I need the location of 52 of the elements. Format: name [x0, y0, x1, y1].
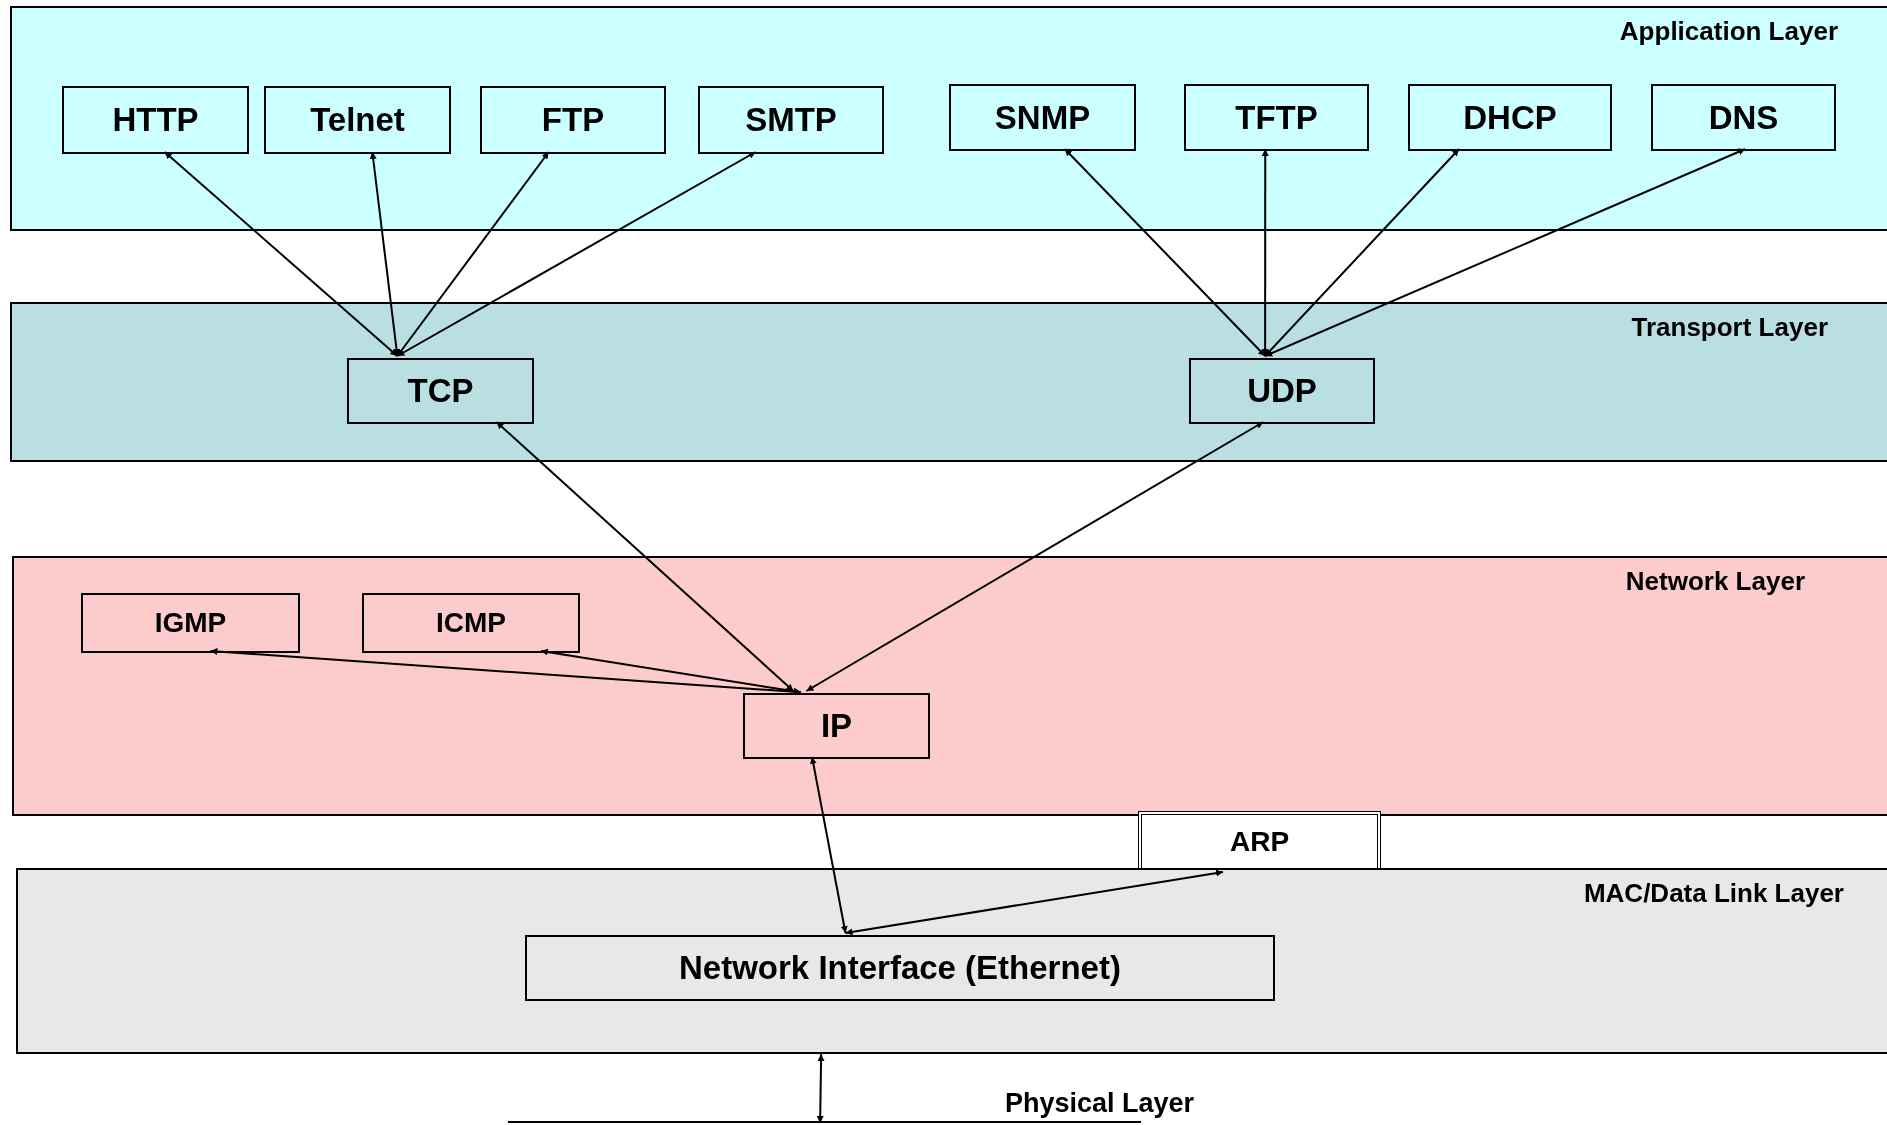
arrow: [396, 151, 757, 357]
layer-label: Network Layer: [1625, 566, 1805, 597]
arrow: [369, 151, 400, 357]
protocol-name: TCP: [407, 372, 474, 410]
protocol-name: ICMP: [436, 607, 506, 639]
protocol-box: [81, 593, 300, 653]
layer-label: Application Layer: [1619, 16, 1838, 47]
protocol-name: IGMP: [154, 607, 227, 639]
layer-band: [16, 868, 1887, 1054]
arrow: [396, 151, 550, 357]
arrow: [163, 151, 399, 357]
protocol-box: [525, 935, 1275, 1001]
protocol-name: TFTP: [1235, 98, 1318, 137]
protocol-name: SMTP: [745, 101, 837, 139]
arrow: [844, 869, 1225, 936]
arrow: [805, 421, 1265, 692]
protocol-box: [1408, 84, 1612, 151]
protocol-name: Network Interface (Ethernet): [679, 949, 1121, 987]
protocol-box: [698, 86, 884, 154]
arrow: [1264, 148, 1747, 357]
arrow: [1264, 148, 1461, 357]
arrow: [809, 756, 848, 934]
arrow: [1261, 148, 1269, 357]
layer-band: [10, 302, 1887, 462]
arrow: [816, 1053, 825, 1124]
layer-label: Transport Layer: [1631, 312, 1828, 343]
protocol-name: FTP: [541, 101, 605, 139]
protocol-name: DNS: [1708, 98, 1779, 137]
protocol-box: [949, 84, 1136, 151]
layer-label: Physical Layer: [1004, 1088, 1194, 1119]
protocol-name: ARP: [1229, 825, 1290, 858]
protocol-name: DHCP: [1463, 98, 1557, 137]
protocol-box: [362, 593, 580, 653]
protocol-box: [1184, 84, 1369, 151]
protocol-box: [480, 86, 666, 154]
arrow: [1063, 148, 1267, 357]
protocol-name: UDP: [1247, 372, 1317, 410]
protocol-box: [347, 358, 534, 424]
protocol-name: IP: [820, 707, 853, 745]
protocol-box: [743, 693, 930, 759]
protocol-name: HTTP: [112, 101, 199, 139]
arrow: [495, 421, 795, 692]
protocol-box: [62, 86, 249, 154]
protocol-box: [1651, 84, 1836, 151]
layer-band: [10, 6, 1887, 231]
protocol-name: Telnet: [310, 101, 405, 139]
layer-label: MAC/Data Link Layer: [1583, 878, 1844, 909]
protocol-box: [1189, 358, 1375, 424]
arrow: [539, 648, 802, 695]
protocol-name: SNMP: [994, 98, 1091, 137]
protocol-box: [264, 86, 451, 154]
layer-band: [12, 556, 1887, 816]
